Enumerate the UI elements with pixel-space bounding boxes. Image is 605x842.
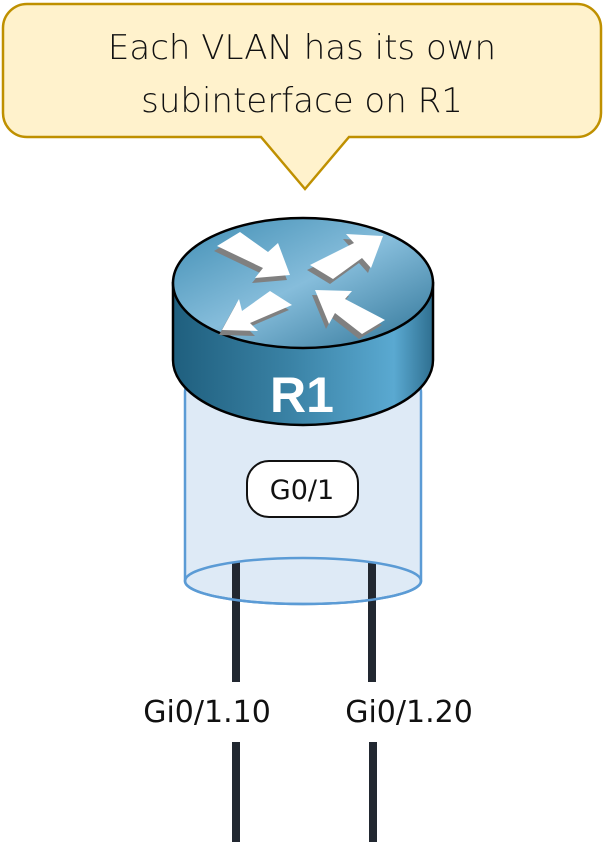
callout-line-1: Each VLAN has its own <box>108 28 496 68</box>
router-arrows-icon <box>214 232 385 339</box>
interface-badge: G0/1 <box>246 460 359 518</box>
subinterface-label-2: Gi0/1.20 <box>345 695 473 730</box>
link-vlan10-lower <box>232 742 240 842</box>
links <box>232 562 377 842</box>
link-vlan20-lower <box>369 742 377 842</box>
router-name: R1 <box>270 367 334 423</box>
link-vlan10-upper <box>232 562 240 682</box>
link-vlan20-upper <box>368 562 376 682</box>
callout-line-2: subinterface on R1 <box>141 81 463 121</box>
router-icon[interactable]: R1 <box>171 216 435 427</box>
cylinder-bottom-ellipse <box>183 556 423 606</box>
router-top <box>171 216 435 350</box>
subinterface-label-1: Gi0/1.10 <box>143 695 271 730</box>
interface-name: G0/1 <box>270 475 334 506</box>
callout-bubble: Each VLAN has its own subinterface on R1 <box>1 2 603 191</box>
callout-shape <box>1 2 603 191</box>
